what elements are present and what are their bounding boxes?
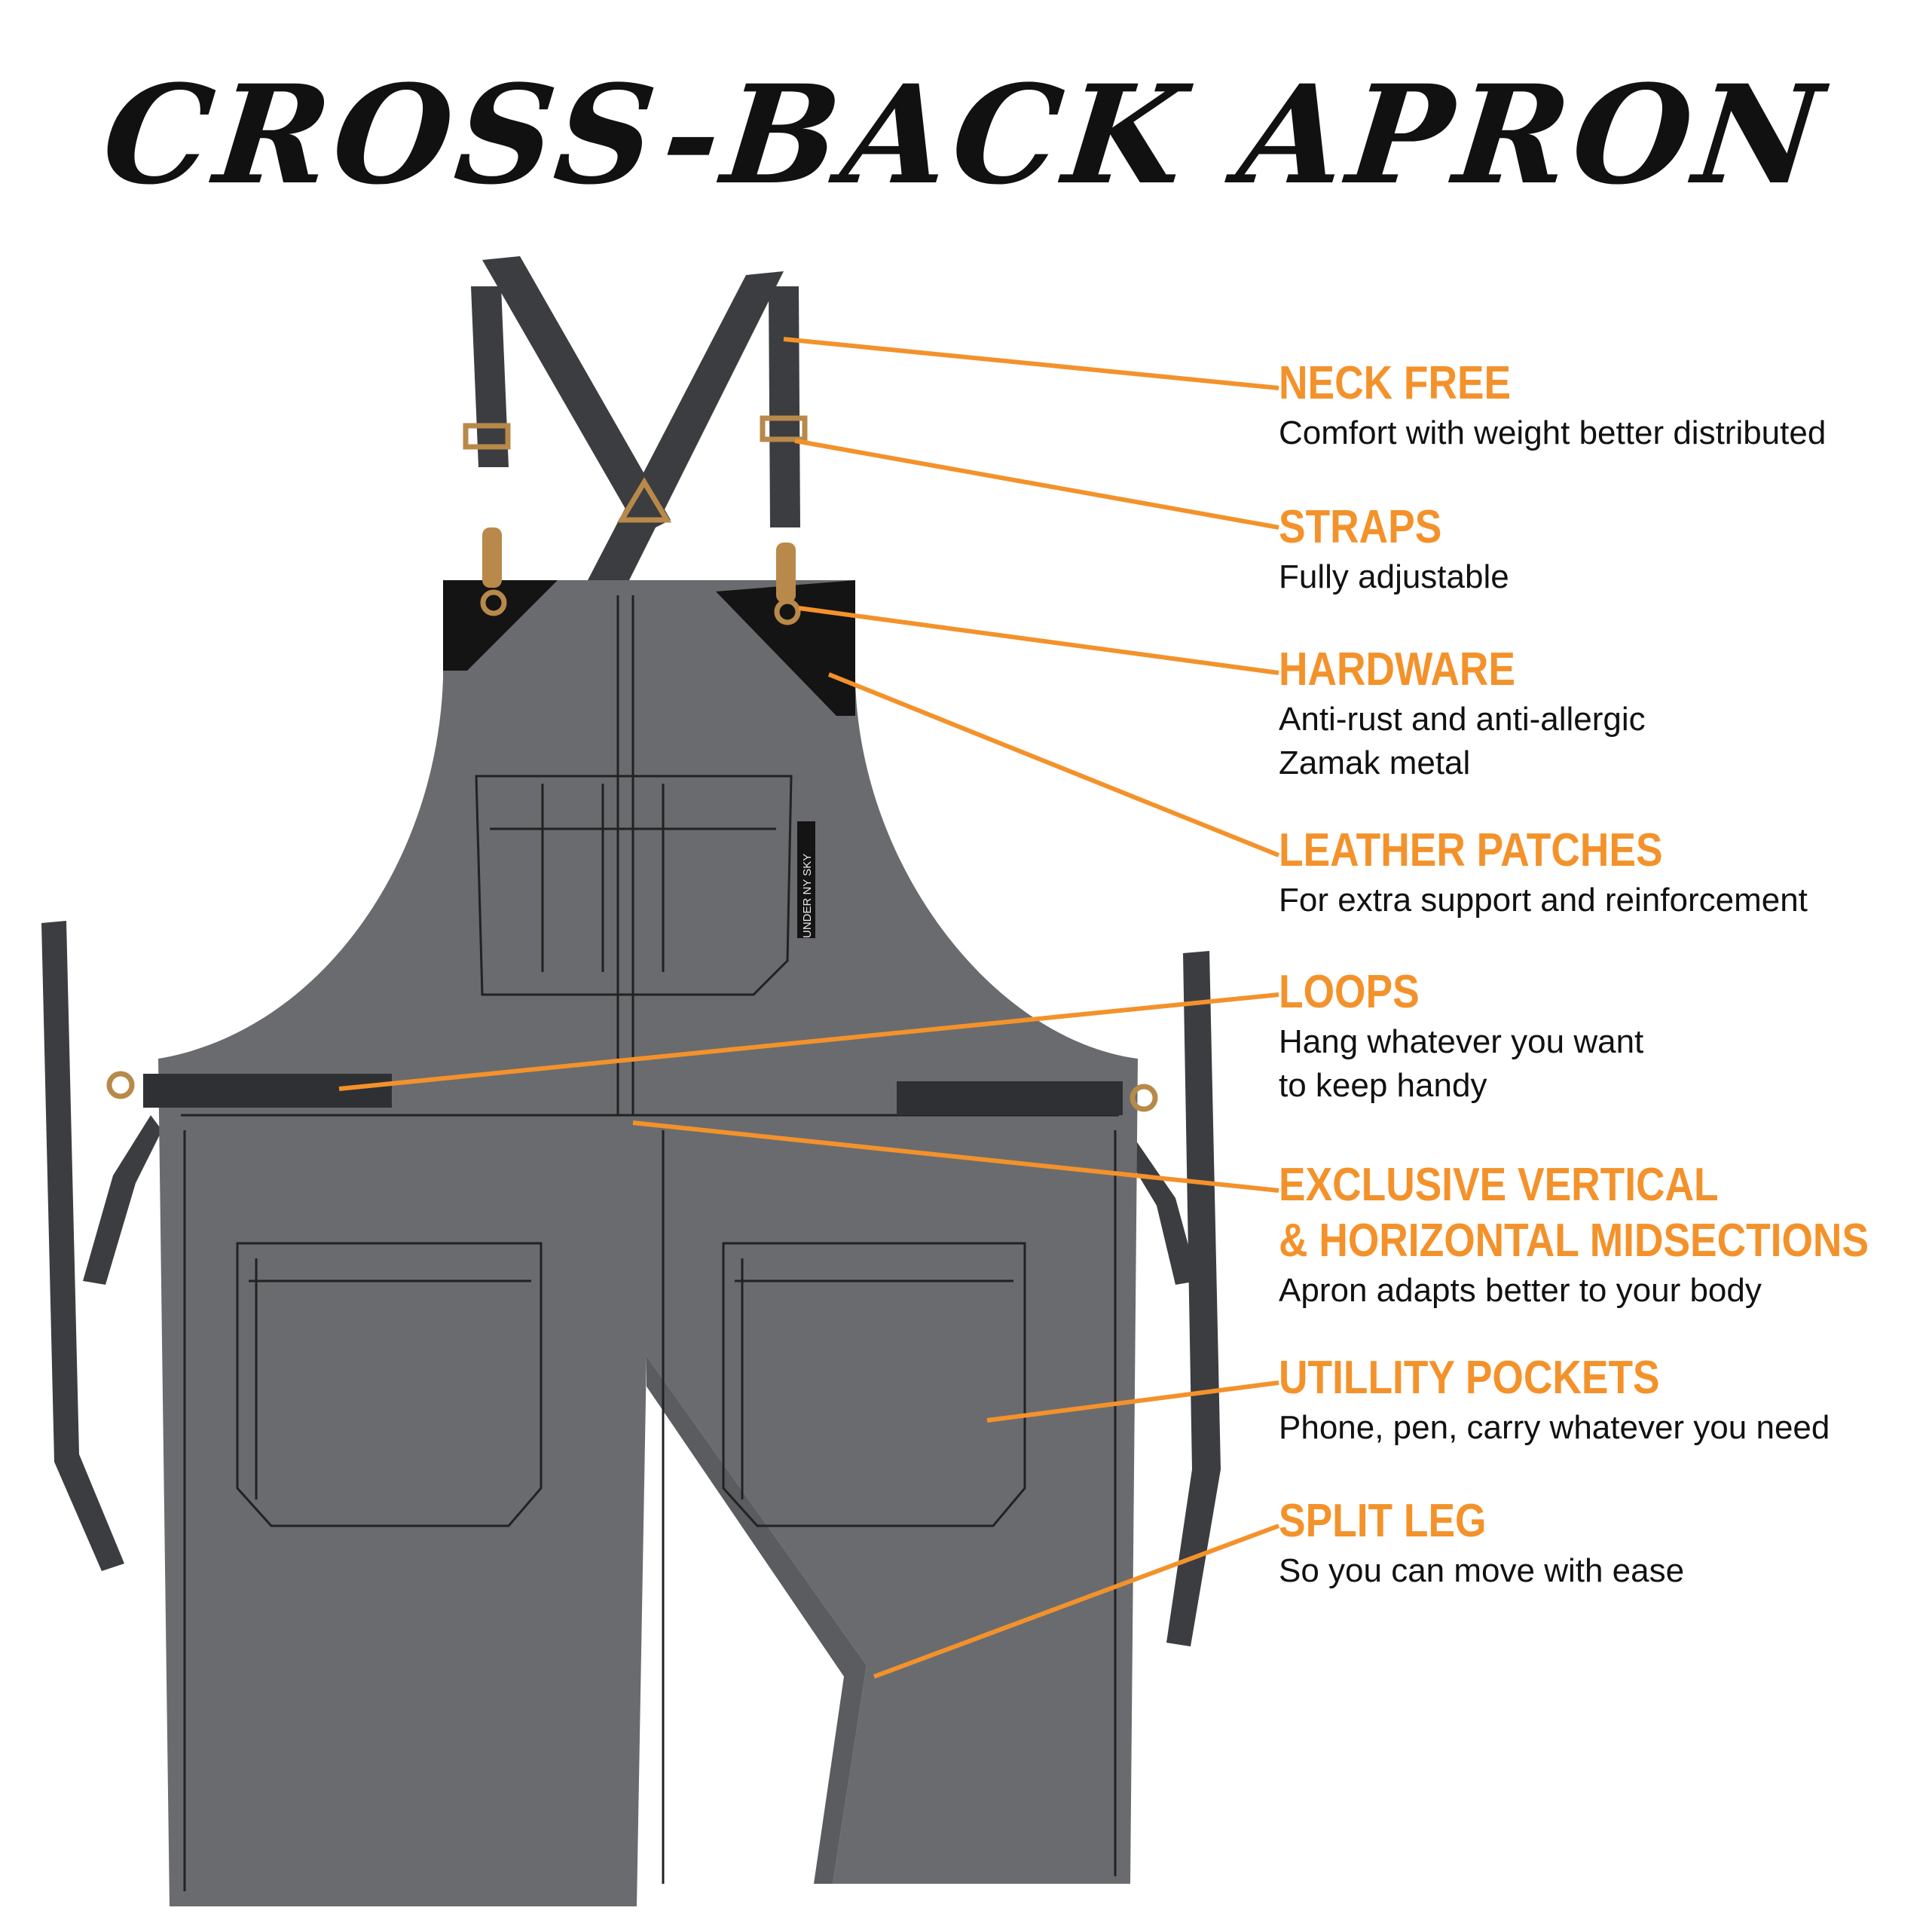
right-waist-tie — [1166, 951, 1221, 1646]
brand-label-text: UNDER NY SKY — [801, 854, 814, 938]
feature-title: EXCLUSIVE VERTICAL& HORIZONTAL MIDSECTIO… — [1279, 1157, 1869, 1269]
feature-description-line: Fully adjustable — [1279, 558, 1509, 595]
feature-title: LOOPS — [1279, 964, 1836, 1020]
brand-label — [797, 821, 815, 938]
feature-title-line: UTILLITY POCKETS — [1279, 1352, 1660, 1404]
feature-title-line: SPLIT LEG — [1279, 1495, 1487, 1547]
callout-loops — [338, 992, 1279, 1091]
feature-description-line: Anti-rust and anti-allergic — [1279, 701, 1646, 738]
feature-straps: STRAPS Fully adjustable — [1279, 500, 1927, 599]
left-loop — [143, 1074, 392, 1108]
feature-title-line: EXCLUSIVE VERTICAL — [1279, 1159, 1719, 1211]
feature-title-line: & HORIZONTAL MIDSECTIONS — [1279, 1215, 1869, 1267]
apron-body — [158, 580, 1138, 1906]
left-strap-lower — [471, 286, 509, 467]
split-leg-flap — [647, 1356, 867, 1884]
feature-midsections: EXCLUSIVE VERTICAL& HORIZONTAL MIDSECTIO… — [1279, 1157, 1927, 1313]
feature-description: Fully adjustable — [1279, 555, 1927, 599]
hardware-buckles — [106, 415, 1158, 1112]
feature-title-line: LOOPS — [1279, 966, 1420, 1018]
feature-description: For extra support and reinforcement — [1279, 879, 1927, 922]
left-leather-patch — [443, 580, 558, 671]
feature-title: STRAPS — [1279, 500, 1836, 555]
callout-hardware — [798, 606, 1279, 675]
feature-description: Comfort with weight better distributed — [1279, 411, 1927, 455]
right-loop — [897, 1081, 1123, 1115]
callout-neck-free — [783, 337, 1279, 390]
callout-utility-pockets — [986, 1380, 1279, 1423]
feature-loops: LOOPS Hang whatever you want to keep handy — [1279, 964, 1927, 1108]
feature-title-line: HARDWARE — [1279, 643, 1515, 695]
feature-description-line: Apron adapts better to your body — [1279, 1272, 1762, 1309]
callout-leather-patches — [827, 672, 1280, 857]
callout-lines — [338, 337, 1280, 1679]
feature-utility-pockets: UTILLITY POCKETS Phone, pen, carry whatev… — [1279, 1350, 1927, 1450]
feature-title: SPLIT LEG — [1279, 1493, 1836, 1549]
callout-midsections — [632, 1120, 1279, 1193]
snap-hooks — [482, 527, 796, 603]
left-utility-pocket — [236, 1242, 543, 1527]
feature-title: LEATHER PATCHES — [1279, 823, 1836, 879]
feature-description: So you can move with ease — [1279, 1549, 1927, 1593]
feature-description: Hang whatever you want to keep handy — [1279, 1020, 1927, 1108]
feature-leather-patches: LEATHER PATCHES For extra support and rei… — [1279, 823, 1927, 922]
callout-straps — [794, 439, 1279, 530]
feature-description-line: Phone, pen, carry whatever you need — [1279, 1409, 1830, 1446]
feature-description-line: to keep handy — [1279, 1067, 1487, 1104]
left-tie-connector — [83, 1115, 162, 1285]
feature-split-leg: SPLIT LEG So you can move with ease — [1279, 1493, 1927, 1593]
callout-split-leg — [873, 1524, 1280, 1679]
left-strap — [482, 256, 671, 535]
feature-description-line: So you can move with ease — [1279, 1552, 1685, 1589]
feature-description-line: Zamak metal — [1279, 744, 1471, 781]
right-leather-patch — [716, 580, 855, 716]
chest-pocket — [475, 775, 793, 996]
feature-description: Phone, pen, carry whatever you need — [1279, 1406, 1927, 1450]
feature-title-line: NECK FREE — [1279, 357, 1512, 409]
feature-neck-free: NECK FREE Comfort with weight better dist… — [1279, 356, 1927, 455]
right-strap — [588, 271, 784, 588]
feature-title-line: LEATHER PATCHES — [1279, 824, 1663, 876]
right-utility-pocket — [722, 1242, 1026, 1527]
right-strap-lower — [769, 286, 800, 527]
feature-description-line: Hang whatever you want — [1279, 1023, 1644, 1060]
feature-title: NECK FREE — [1279, 356, 1836, 411]
feature-description-line: For extra support and reinforcement — [1279, 882, 1808, 919]
stitching — [181, 595, 1119, 1891]
feature-description: Apron adapts better to your body — [1279, 1269, 1927, 1313]
feature-title: HARDWARE — [1279, 642, 1836, 698]
feature-title-line: STRAPS — [1279, 501, 1442, 553]
feature-description-line: Comfort with weight better distributed — [1279, 414, 1827, 451]
feature-title: UTILLITY POCKETS — [1279, 1350, 1836, 1406]
left-waist-tie — [41, 921, 124, 1571]
